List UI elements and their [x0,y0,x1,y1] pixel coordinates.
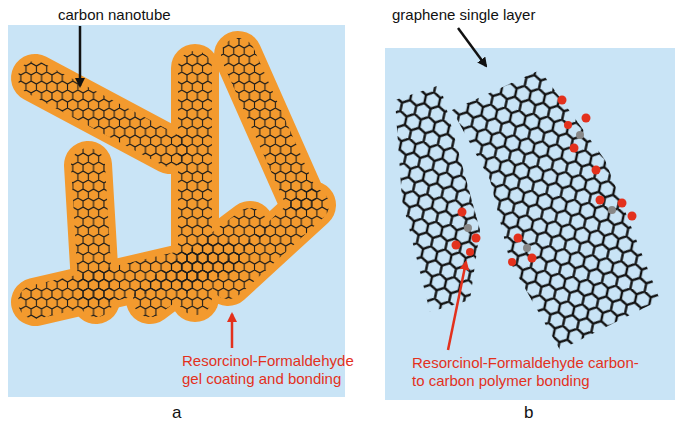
leader-arrow [79,26,82,86]
leader-arrow [231,314,234,348]
polymer-bonds [452,96,637,267]
part-label: graphene single layer [392,6,535,24]
leader-arrow [448,262,466,350]
panel-letter: b [524,404,533,422]
leader-arrow [458,28,486,66]
panel-letter: a [172,404,181,422]
part-label: carbon nanotube [58,6,171,24]
panel-b-ground [385,48,675,400]
callout-label: Resorcinol-Formaldehyde gel coating and … [182,352,372,388]
panel-a-ground [8,25,345,397]
nanotube-network [35,55,312,302]
callout-label: Resorcinol-Formaldehyde carbon-to carbon… [412,354,644,390]
graphene-sheets [395,70,660,350]
